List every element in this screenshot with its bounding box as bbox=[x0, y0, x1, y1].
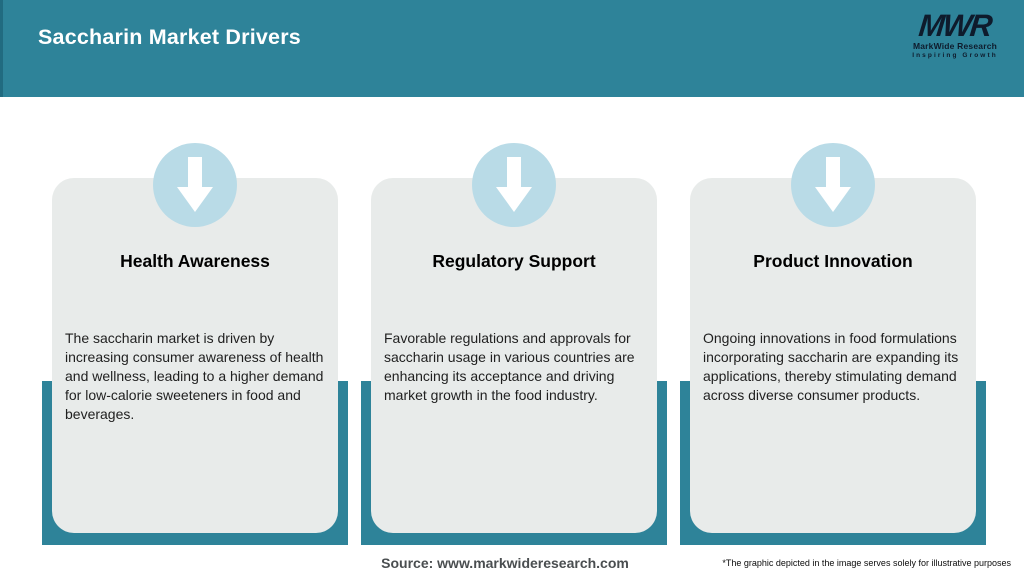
page-title: Saccharin Market Drivers bbox=[38, 25, 301, 49]
logo-company-name: MarkWide Research bbox=[912, 41, 998, 51]
source-text: Source: www.markwideresearch.com bbox=[381, 555, 629, 571]
driver-card-regulatory-support: Regulatory Support Favorable regulations… bbox=[361, 143, 667, 545]
driver-card-product-innovation: Product Innovation Ongoing innovations i… bbox=[680, 143, 986, 545]
card-title: Health Awareness bbox=[120, 251, 270, 271]
header-left-edge bbox=[0, 0, 3, 97]
down-arrow-icon bbox=[472, 143, 556, 227]
down-arrow-icon bbox=[153, 143, 237, 227]
logo-acronym: MWR bbox=[917, 8, 993, 43]
card-body: Regulatory Support Favorable regulations… bbox=[371, 178, 657, 533]
card-body: Product Innovation Ongoing innovations i… bbox=[690, 178, 976, 533]
markwide-research-logo: MWR MarkWide Research Inspiring Growth bbox=[900, 8, 1010, 59]
card-description: Favorable regulations and approvals for … bbox=[384, 330, 635, 403]
card-title: Product Innovation bbox=[753, 251, 913, 271]
logo-tagline: Inspiring Growth bbox=[912, 51, 998, 59]
down-arrow-icon bbox=[791, 143, 875, 227]
card-title: Regulatory Support bbox=[432, 251, 596, 271]
card-description: The saccharin market is driven by increa… bbox=[65, 330, 324, 422]
card-description: Ongoing innovations in food formulations… bbox=[703, 330, 959, 403]
driver-card-health-awareness: Health Awareness The saccharin market is… bbox=[42, 143, 348, 545]
header-band: Saccharin Market Drivers MWR MarkWide Re… bbox=[0, 0, 1024, 97]
card-body: Health Awareness The saccharin market is… bbox=[52, 178, 338, 533]
disclaimer-text: *The graphic depicted in the image serve… bbox=[722, 558, 1011, 568]
driver-cards-row: Health Awareness The saccharin market is… bbox=[42, 143, 986, 545]
